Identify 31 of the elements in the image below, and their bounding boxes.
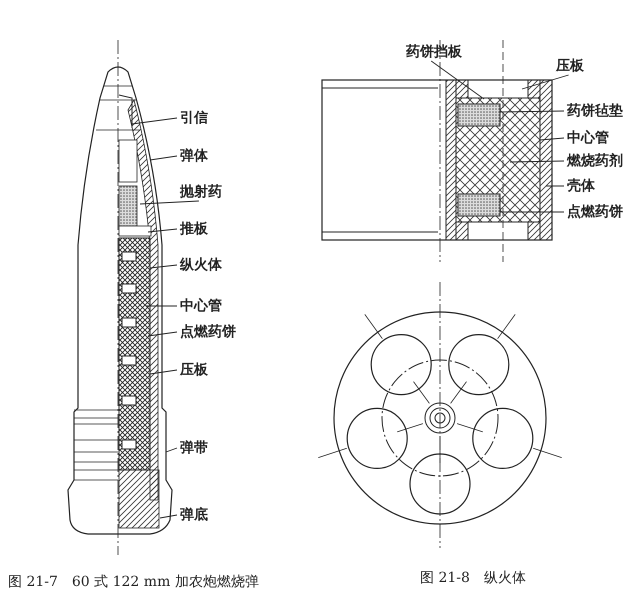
part-label: 点燃药饼 <box>180 324 236 340</box>
part-label: 弹底 <box>180 507 208 523</box>
part-label: 压板 <box>556 58 584 74</box>
part-label: 推板 <box>180 221 208 237</box>
part-label: 中心管 <box>180 298 222 314</box>
leader-line <box>160 514 178 518</box>
leader-line <box>140 200 200 204</box>
part-label: 纵火体 <box>180 257 222 273</box>
part-label: 抛射药 <box>180 184 222 200</box>
figure-caption: 图 21-7 60 式 122 mm 加农炮燃烧弹 <box>8 574 259 590</box>
part-label: 壳体 <box>567 178 595 194</box>
part-label: 压板 <box>180 362 208 378</box>
part-label: 药饼挡板 <box>406 44 462 60</box>
leader-line <box>166 448 178 452</box>
leader-line <box>148 332 178 336</box>
part-label: 弹体 <box>180 148 208 164</box>
leader-line <box>148 228 178 232</box>
figure-caption: 图 21-8 纵火体 <box>420 570 526 586</box>
part-label: 药饼毡垫 <box>567 103 623 119</box>
part-label: 点燃药饼 <box>567 204 623 220</box>
leader-line <box>150 264 178 268</box>
leader-line <box>522 74 570 90</box>
part-label: 弹带 <box>180 440 208 456</box>
leader-line <box>430 60 484 100</box>
leader-line <box>132 118 178 124</box>
leader-line <box>150 156 178 160</box>
part-label: 燃烧药剂 <box>567 153 623 169</box>
leader-line <box>150 370 178 374</box>
part-label: 中心管 <box>567 130 609 146</box>
part-label: 引信 <box>180 110 208 126</box>
leader-line <box>540 138 564 140</box>
